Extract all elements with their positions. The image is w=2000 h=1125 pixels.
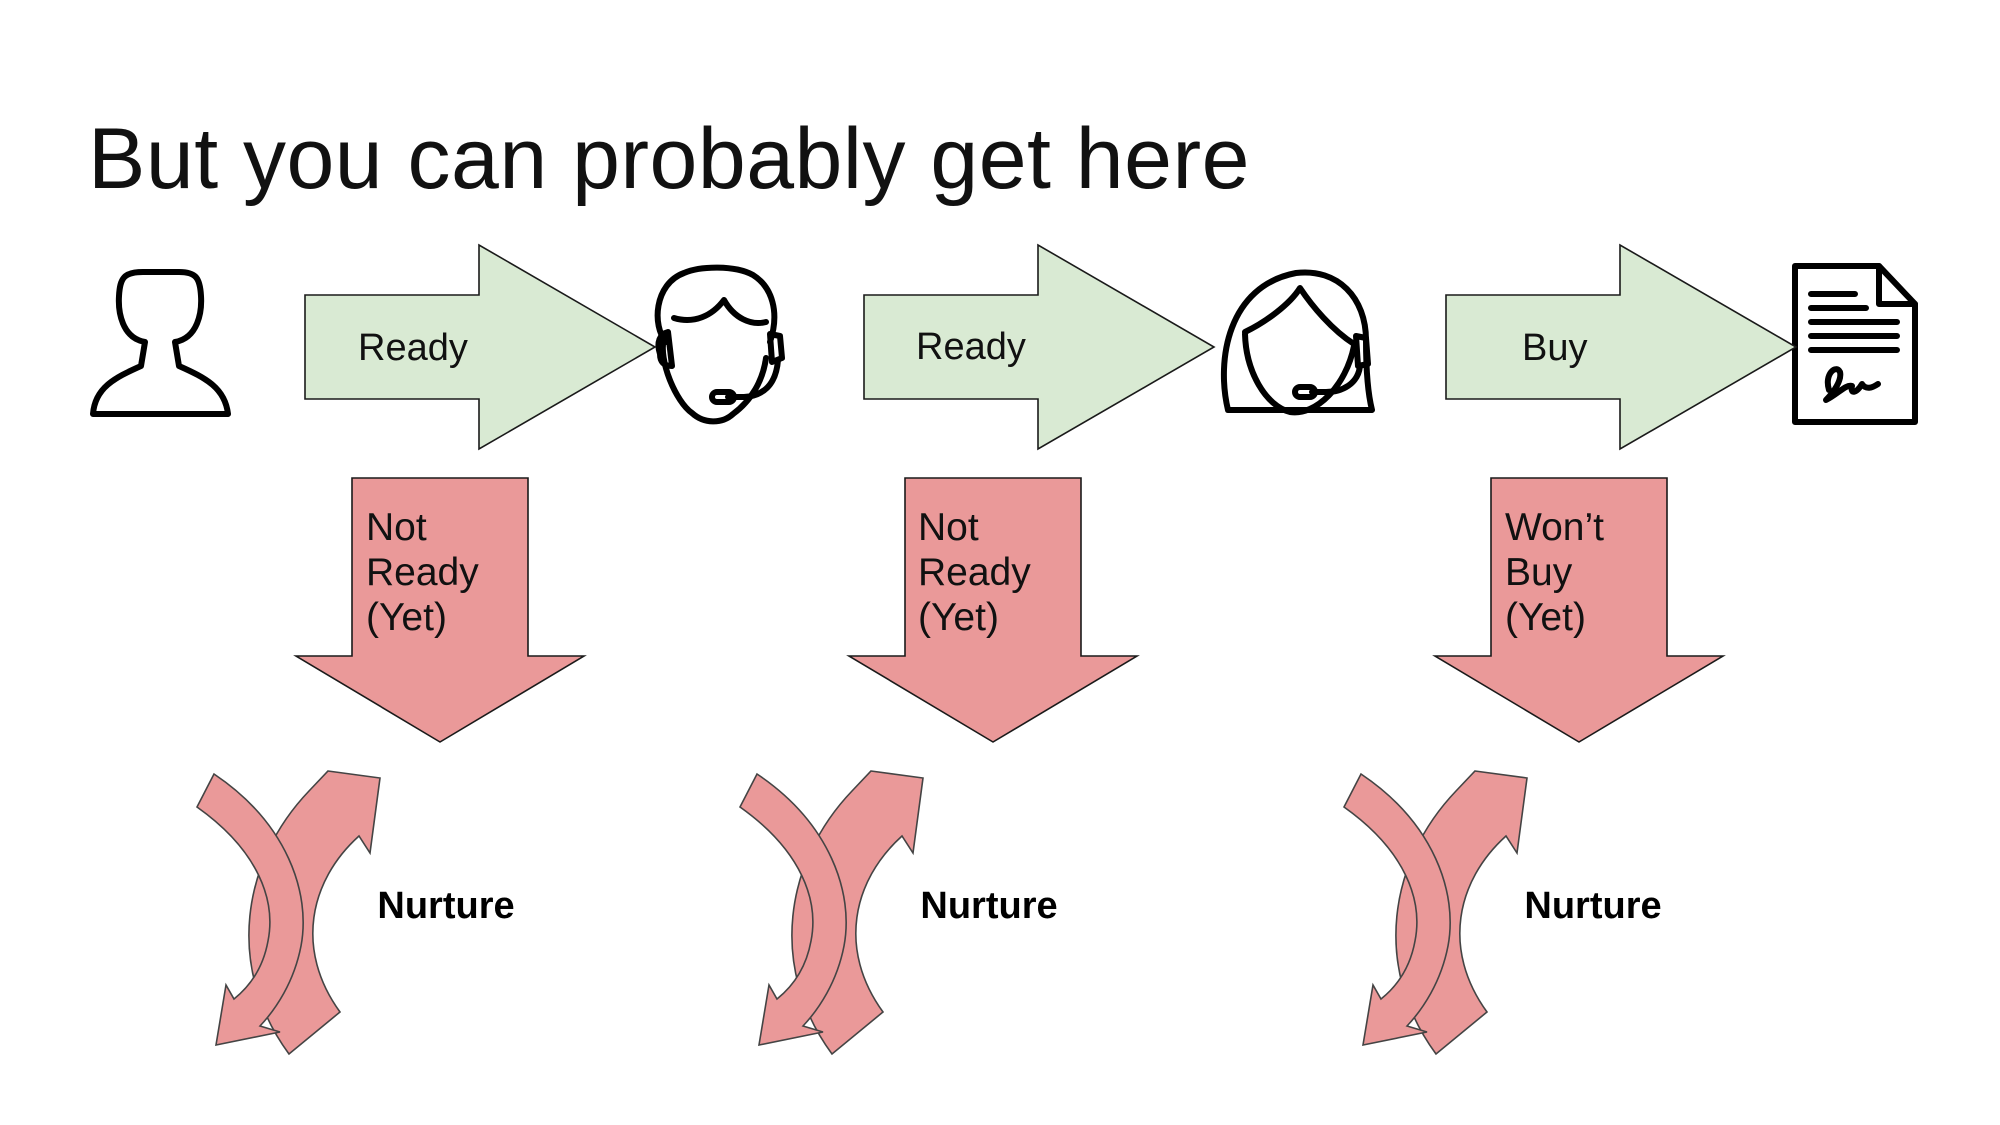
female-support-agent-icon [1220,269,1375,416]
forward-arrow-2: Ready [863,244,1215,450]
forward-arrow-label: Ready [916,326,1026,368]
nurture-label: Nurture [1524,885,1661,927]
nurture-cycle-2: Nurture [739,770,1058,1055]
down-arrow-3: Won’t Buy (Yet) [1434,477,1724,743]
nurture-label: Nurture [377,885,514,927]
nurture-label: Nurture [920,885,1057,927]
down-arrow-line: Not [918,506,979,549]
svg-text:Not Ready (Yet: Not Ready (Yet) [366,506,490,639]
person-outline-icon [90,269,231,417]
nurture-cycle-1: Nurture [196,770,515,1055]
forward-arrow-label: Ready [358,327,468,369]
down-arrow-2: Not Ready (Yet) [848,477,1138,743]
forward-arrow-label: Buy [1522,327,1587,369]
nurture-cycle-3: Nurture [1343,770,1662,1055]
down-arrow-line: Buy [1505,551,1573,594]
forward-arrow-1: Ready [304,244,656,450]
down-arrow-line: Not [366,506,427,549]
slide-title: But you can probably get here [88,111,1250,207]
male-support-agent-icon [654,264,785,425]
down-arrow-1: Not Ready (Yet) [295,477,585,743]
signed-document-icon [1792,263,1918,425]
svg-text:Won’t Buy (Yet: Won’t Buy (Yet) [1505,506,1615,639]
down-arrow-line: Won’t [1505,506,1604,549]
down-arrow-line: Ready [918,551,1031,594]
down-arrow-line: (Yet) [366,596,447,639]
svg-text:Not Ready (Yet: Not Ready (Yet) [918,506,1042,639]
down-arrow-line: Ready [366,551,479,594]
down-arrow-line: (Yet) [1505,596,1586,639]
down-arrow-line: (Yet) [918,596,999,639]
forward-arrow-3: Buy [1445,244,1797,450]
